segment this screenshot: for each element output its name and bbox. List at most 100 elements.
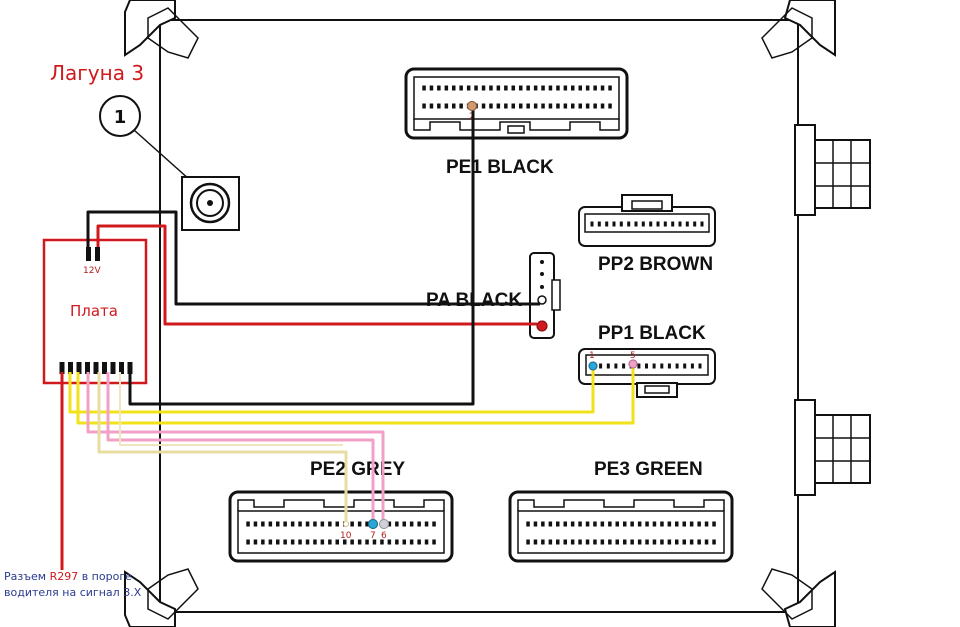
connector-pin bbox=[409, 521, 414, 527]
connector-pin bbox=[417, 539, 421, 545]
connector-pin bbox=[623, 539, 627, 545]
connector-pin bbox=[424, 539, 429, 545]
connector-pin bbox=[365, 539, 369, 545]
connector-pin bbox=[59, 362, 65, 374]
connector-pin bbox=[693, 221, 697, 227]
connector-pin bbox=[298, 521, 302, 527]
connector-pin bbox=[313, 521, 317, 527]
pe2-pin-label-b: 7 bbox=[370, 531, 376, 541]
connector-pin bbox=[253, 521, 258, 527]
connector-pin bbox=[563, 539, 567, 545]
connector-pin bbox=[652, 521, 657, 527]
connector-pin bbox=[127, 362, 133, 374]
connector-pin bbox=[432, 521, 436, 527]
connector-pin bbox=[627, 221, 631, 227]
wire-beige-pe2-pin10 bbox=[97, 372, 348, 522]
connector-pin bbox=[619, 221, 623, 227]
connector-pin bbox=[690, 363, 694, 369]
connector-pin bbox=[570, 521, 575, 527]
connector-pin bbox=[541, 85, 545, 91]
connector-pin bbox=[276, 521, 280, 527]
corner-bracket-top-right bbox=[783, 0, 836, 57]
connector-pin bbox=[682, 521, 686, 527]
connector-pin bbox=[704, 539, 709, 545]
connector-pin bbox=[667, 539, 672, 545]
connector-pin bbox=[402, 521, 406, 527]
connector-pin bbox=[102, 362, 107, 374]
connector-pin bbox=[600, 85, 605, 91]
connector-pin bbox=[432, 539, 436, 545]
connector-pin bbox=[335, 539, 339, 545]
connector-pin bbox=[372, 539, 377, 545]
connector-pin bbox=[606, 363, 610, 369]
connector-pin bbox=[526, 521, 530, 527]
connector-pin bbox=[675, 521, 679, 527]
connector-pin bbox=[533, 103, 538, 109]
connector-pin bbox=[685, 221, 689, 227]
pp1-pin-label-a: 1 bbox=[589, 351, 595, 361]
connector-pin bbox=[541, 103, 545, 109]
connector-pin bbox=[563, 85, 568, 91]
callout-1: 1 bbox=[99, 95, 191, 181]
connector-pin bbox=[409, 539, 414, 545]
connector-pin bbox=[697, 521, 701, 527]
connector-pin bbox=[605, 221, 609, 227]
connector-pin bbox=[481, 103, 486, 109]
connector-pin bbox=[612, 221, 616, 227]
connector-pin bbox=[320, 521, 325, 527]
connector-pin bbox=[305, 539, 310, 545]
connector-pin bbox=[585, 85, 590, 91]
connector-pin bbox=[637, 539, 642, 545]
note-line-2: водителя на сигнал З.Х bbox=[4, 586, 142, 599]
label-pp1: PP1 BLACK bbox=[598, 323, 706, 344]
note-line-1: Разъем R297 в пороге bbox=[4, 570, 132, 583]
connector-pin bbox=[380, 539, 384, 545]
connector-pin bbox=[85, 362, 90, 374]
connector-pin bbox=[298, 539, 302, 545]
pe2-pin-label-c: 6 bbox=[381, 531, 387, 541]
wires bbox=[60, 108, 635, 570]
connector-pp1: 1 5 bbox=[578, 348, 716, 398]
connector-pin bbox=[615, 539, 619, 545]
connector-pin bbox=[437, 85, 441, 91]
connector-pin bbox=[313, 539, 317, 545]
connector-pin bbox=[350, 521, 354, 527]
connector-pin bbox=[578, 539, 582, 545]
connector-pin bbox=[335, 521, 339, 527]
connector-pin bbox=[704, 521, 709, 527]
connector-pin bbox=[630, 539, 634, 545]
wire-pink-pe2-pin7 bbox=[106, 372, 375, 522]
connector-pin bbox=[600, 103, 605, 109]
connector-pin bbox=[519, 85, 523, 91]
label-pe2: PE2 GREY bbox=[310, 459, 405, 480]
connector-pin bbox=[548, 85, 553, 91]
connector-pin bbox=[350, 539, 354, 545]
connector-pin bbox=[365, 521, 369, 527]
connector-pin bbox=[600, 539, 605, 545]
connector-pin bbox=[93, 362, 99, 374]
connector-pin bbox=[328, 521, 332, 527]
connector-pin bbox=[422, 103, 426, 109]
connector-pin bbox=[459, 103, 463, 109]
connector-pin bbox=[343, 539, 347, 545]
connector-pin bbox=[320, 539, 325, 545]
connector-pin bbox=[541, 539, 545, 545]
connector-pin bbox=[671, 221, 675, 227]
board-label: Плата bbox=[70, 302, 118, 320]
connector-pin bbox=[556, 103, 560, 109]
connector-pin bbox=[597, 221, 601, 227]
connector-pin bbox=[622, 363, 626, 369]
connector-pin bbox=[429, 103, 434, 109]
right-side-connector-top bbox=[794, 124, 871, 216]
connector-pin bbox=[578, 103, 582, 109]
connector-pin bbox=[585, 539, 590, 545]
connector-pin bbox=[556, 521, 560, 527]
connector-pin bbox=[667, 521, 672, 527]
connector-pin bbox=[548, 521, 553, 527]
connector-pin bbox=[387, 521, 392, 527]
connector-pin bbox=[489, 85, 493, 91]
connector-pin bbox=[417, 521, 421, 527]
connector-pin bbox=[290, 521, 295, 527]
connector-pin bbox=[452, 103, 456, 109]
connector-pin bbox=[533, 521, 538, 527]
